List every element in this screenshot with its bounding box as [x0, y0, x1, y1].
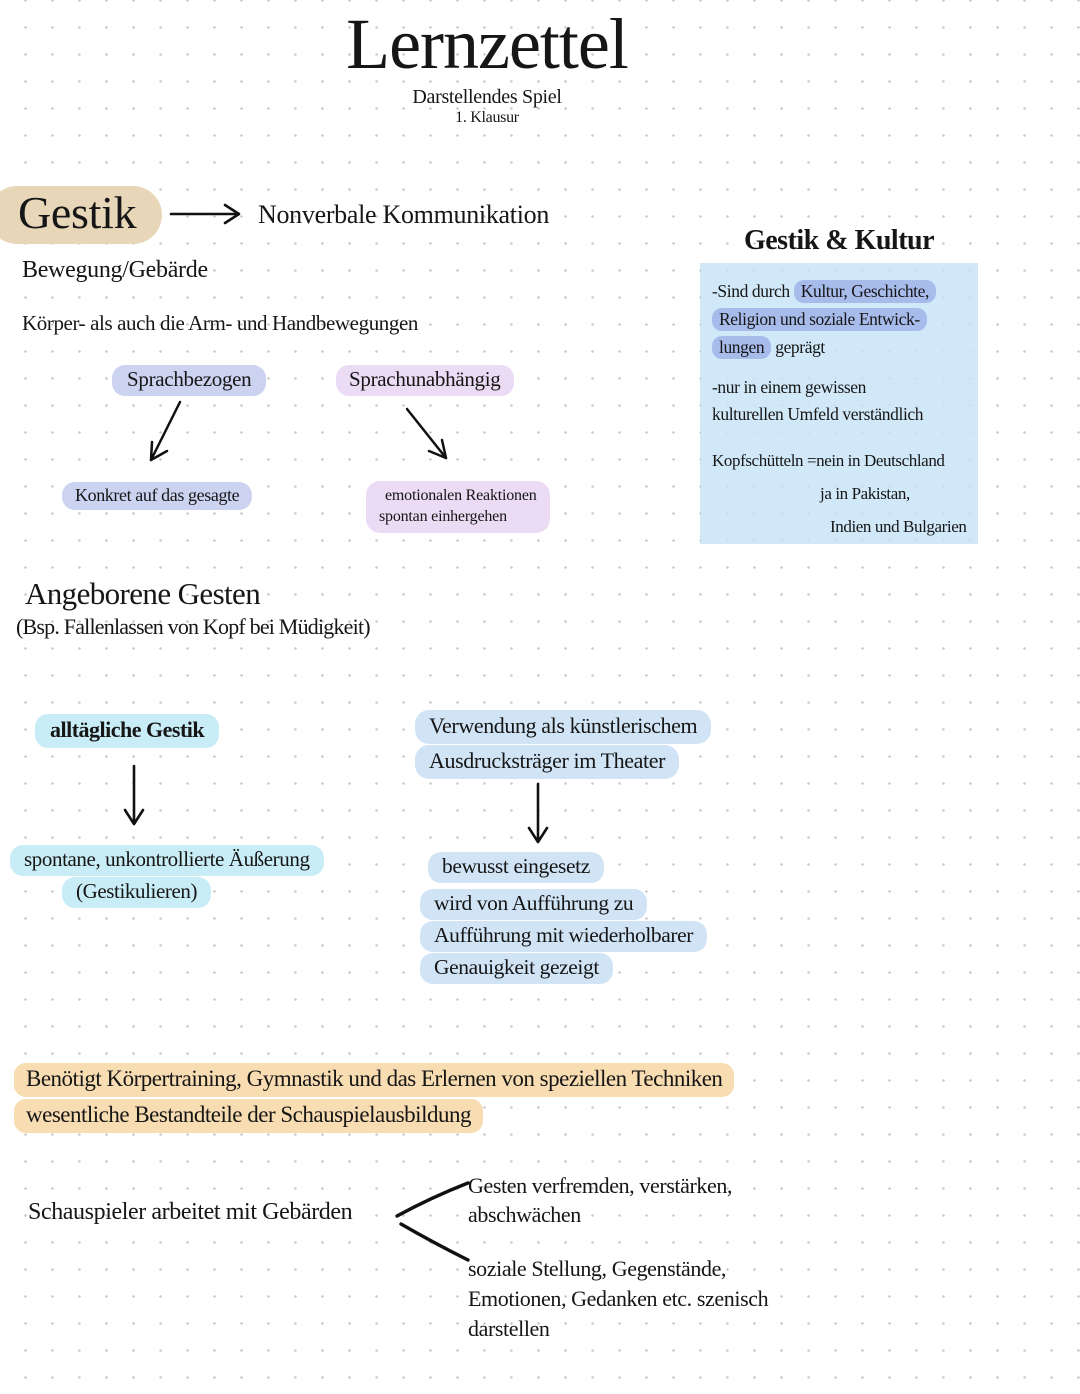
angeborene-example: (Bsp. Fallenlassen von Kopf bei Müdigkei…	[16, 614, 371, 639]
schauspieler-label: Schauspieler arbeitet mit Gebärden	[28, 1199, 353, 1225]
result-sprachunabhaengig: emotionalen Reaktionen spontan einhergeh…	[366, 481, 550, 533]
kultur-p1-line2: Religion und soziale Entwick-	[712, 305, 966, 333]
arrow-down-left-icon	[149, 400, 182, 462]
kultur-p3: Kopfschütteln =nein in Deutschland ja in…	[712, 444, 967, 543]
branch-line: soziale Stellung, Gegenstände,	[468, 1256, 727, 1281]
training-line: Benötigt Körpertraining, Gymnastik und d…	[14, 1063, 735, 1097]
label-sprachunabhaengig: Sprachunabhängig	[336, 365, 514, 396]
arrow-down-icon	[123, 764, 145, 826]
kultur-text: kulturellen Umfeld verständlich	[712, 404, 924, 424]
header: Lernzettel Darstellendes Spiel 1. Klausu…	[147, 4, 827, 127]
branch-line: abschwächen	[468, 1202, 581, 1227]
result-line: emotionalen Reaktionen	[385, 487, 537, 504]
kultur-p1-line1: -Sind durch Kultur, Geschichte,	[712, 277, 966, 305]
schauspieler-branch-1: Gesten verfremden, verstärken, abschwäch…	[468, 1171, 733, 1229]
fork-lines-icon	[395, 1181, 470, 1262]
arrow-right-icon	[169, 203, 241, 225]
gestik-definition: Nonverbale Kommunikation	[258, 200, 550, 229]
kultur-text: ja in Pakistan,	[820, 484, 910, 503]
label-alltaegliche-gestik: alltägliche Gestik	[35, 714, 220, 748]
kultur-p2: -nur in einem gewissen kulturellen Umfel…	[712, 374, 966, 428]
kultur-box-title: Gestik & Kultur	[743, 225, 935, 256]
result-line: spontan einhergehen	[379, 508, 507, 525]
arrow-down-icon	[527, 782, 549, 844]
label-sprachbezogen: Sprachbezogen	[112, 365, 267, 396]
gestik-sub1: Bewegung/Gebärde	[22, 257, 208, 283]
theater-label-line: Ausdrucksträger im Theater	[415, 745, 679, 779]
arrow-down-right-icon	[405, 407, 448, 460]
schauspieler-branch-2: soziale Stellung, Gegenstände, Emotionen…	[468, 1254, 769, 1344]
label-theater-verwendung: Verwendung als künstlerischem Ausdruckst…	[415, 710, 712, 780]
theater-label-line: Verwendung als künstlerischem	[415, 710, 712, 744]
result-line: spontane, unkontrollierte Äußerung	[10, 845, 324, 876]
result-theater: bewusst eingesetz wird von Aufführung zu…	[420, 852, 708, 985]
section-heading-angeborene-gesten: Angeborene Gesten	[25, 576, 261, 611]
kultur-p1-line3: lungen geprägt	[712, 333, 966, 361]
gestik-sub2: Körper- als auch die Arm- und Handbewegu…	[22, 311, 419, 335]
kultur-box: -Sind durch Kultur, Geschichte, Religion…	[700, 263, 978, 544]
kultur-highlight: Kultur, Geschichte,	[793, 280, 936, 303]
result-alltag: spontane, unkontrollierte Äußerung (Gest…	[10, 845, 324, 909]
page-subtitle: Darstellendes Spiel	[412, 86, 562, 108]
page-title: Lernzettel	[346, 4, 629, 84]
kultur-highlight: lungen	[712, 336, 772, 359]
kultur-highlight: Religion und soziale Entwick-	[712, 308, 927, 331]
branch-line: Gesten verfremden, verstärken,	[468, 1173, 733, 1198]
result-line: Aufführung mit wiederholbarer	[420, 921, 708, 952]
branch-line: darstellen	[468, 1316, 550, 1341]
exam-label: 1. Klausur	[455, 109, 519, 126]
result-line: wird von Aufführung zu	[420, 889, 648, 920]
kultur-text: -Sind durch	[712, 281, 790, 301]
training-line: wesentliche Bestandteile der Schauspiela…	[14, 1099, 483, 1133]
section-heading-gestik: Gestik	[0, 186, 163, 244]
result-line: (Gestikulieren)	[62, 877, 212, 908]
kultur-text: Indien und Bulgarien	[830, 517, 967, 536]
result-line: Genauigkeit gezeigt	[420, 953, 613, 984]
kultur-text: geprägt	[775, 337, 825, 357]
kultur-text: Kopfschütteln =nein in Deutschland	[712, 451, 945, 470]
result-line: bewusst eingesetz	[428, 852, 604, 883]
branch-line: Emotionen, Gedanken etc. szenisch	[468, 1286, 769, 1311]
training-note: Benötigt Körpertraining, Gymnastik und d…	[14, 1063, 735, 1135]
kultur-text: -nur in einem gewissen	[712, 377, 867, 397]
result-sprachbezogen: Konkret auf das gesagte	[62, 482, 253, 510]
